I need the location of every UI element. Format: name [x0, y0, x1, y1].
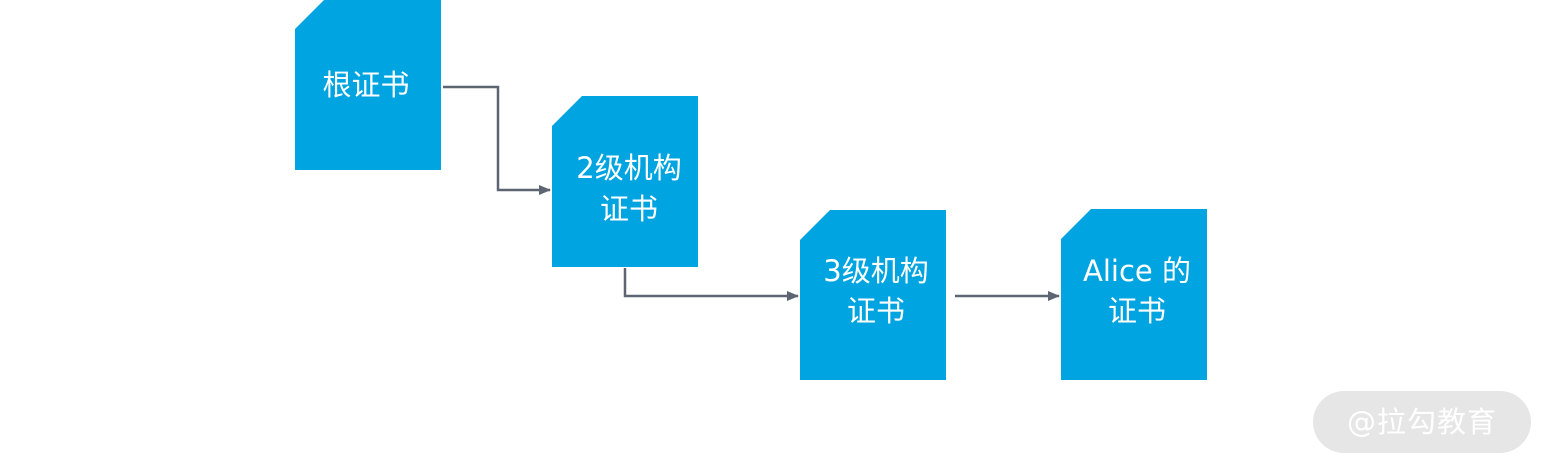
- connector-root-to-level2: [443, 85, 551, 195]
- node-label-line: 证书: [847, 294, 905, 328]
- node-label-line: 证书: [600, 192, 658, 226]
- node-label-line: Alice 的: [1083, 254, 1191, 288]
- node-root-certificate: 根证书: [295, 0, 441, 170]
- node-label-line: 3级机构: [823, 254, 928, 288]
- node-label-line: 证书: [1108, 294, 1166, 328]
- watermark-badge: @拉勾教育: [1313, 391, 1531, 453]
- node-alice-certificate: Alice 的 证书: [1061, 209, 1207, 380]
- document-shape: [800, 210, 946, 380]
- node-level2-certificate: 2级机构 证书: [552, 96, 698, 267]
- document-shape: [295, 0, 441, 170]
- document-shape: [552, 96, 698, 267]
- node-label-line: 2级机构: [576, 151, 681, 185]
- node-label-line: 根证书: [322, 68, 409, 102]
- node-level3-certificate: 3级机构 证书: [800, 210, 946, 380]
- document-shape: [1061, 209, 1207, 380]
- connector-level2-to-level3: [623, 268, 799, 301]
